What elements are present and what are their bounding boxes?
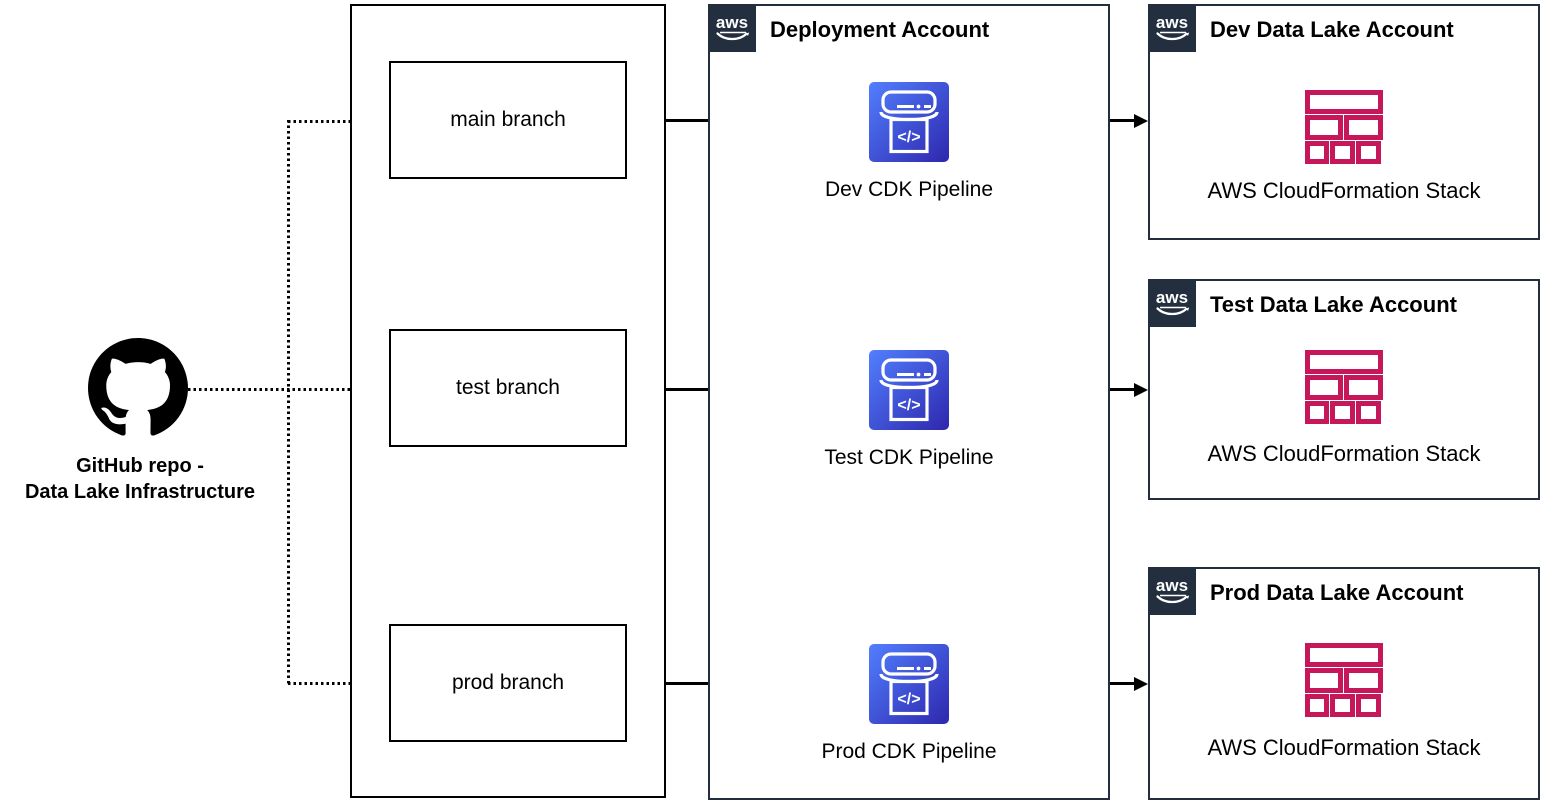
code-glyph: </>: [897, 691, 920, 708]
dotted-connector-vertical: [287, 120, 290, 684]
code-glyph: </>: [897, 397, 920, 414]
aws-logo-icon: aws: [708, 4, 756, 52]
pipeline-label: Prod CDK Pipeline: [821, 740, 997, 763]
dotted-connector-github: [188, 388, 376, 391]
dotted-connector-prod: [288, 682, 376, 685]
deployment-account-title: Deployment Account: [770, 17, 990, 42]
cloudformation-stack-icon: [1305, 90, 1383, 164]
aws-logo-icon: aws: [1148, 279, 1196, 327]
github-label-line1: GitHub repo -: [76, 455, 204, 477]
cdk-pipeline-icon: </>: [869, 350, 949, 430]
cdk-pipeline-icon: </>: [869, 644, 949, 724]
deployment-account-box: aws Deployment Account </> Dev CDK Pipel…: [708, 4, 1110, 800]
arrowhead-icon: [1134, 677, 1148, 691]
account-title: Test Data Lake Account: [1210, 292, 1457, 317]
stack-label: AWS CloudFormation Stack: [1207, 441, 1481, 466]
aws-logo-text: aws: [1156, 13, 1188, 32]
branch-box-main: main branch: [389, 61, 627, 179]
branch-box-prod: prod branch: [389, 624, 627, 742]
arrowhead-icon: [1134, 383, 1148, 397]
branch-box-test: test branch: [389, 329, 627, 447]
branch-label: main branch: [450, 108, 566, 131]
cdk-pipeline-icon: </>: [869, 82, 949, 162]
stack-label: AWS CloudFormation Stack: [1207, 735, 1481, 760]
branches-container: main branch test branch prod branch: [350, 4, 666, 798]
test-data-lake-account-box: aws Test Data Lake Account AWS CloudForm…: [1148, 279, 1540, 500]
account-title: Dev Data Lake Account: [1210, 17, 1454, 42]
branch-label: prod branch: [451, 671, 565, 694]
aws-logo-text: aws: [1156, 288, 1188, 307]
arrowhead-icon: [1134, 114, 1148, 128]
pipeline-label: Test CDK Pipeline: [824, 446, 994, 469]
cloudformation-stack-icon: [1305, 350, 1383, 424]
aws-logo-text: aws: [716, 13, 748, 32]
cloudformation-stack-icon: [1305, 643, 1383, 717]
stack-label: AWS CloudFormation Stack: [1207, 178, 1481, 203]
aws-logo-text: aws: [1156, 576, 1188, 595]
account-title: Prod Data Lake Account: [1210, 580, 1464, 605]
branch-label: test branch: [456, 376, 560, 399]
code-glyph: </>: [897, 129, 920, 146]
aws-logo-icon: aws: [1148, 4, 1196, 52]
github-label: GitHub repo - Data Lake Infrastructure: [0, 453, 280, 505]
pipeline-label: Dev CDK Pipeline: [824, 178, 994, 201]
dev-data-lake-account-box: aws Dev Data Lake Account AWS CloudForma…: [1148, 4, 1540, 240]
prod-data-lake-account-box: aws Prod Data Lake Account AWS CloudForm…: [1148, 567, 1540, 800]
dotted-connector-main: [288, 120, 376, 123]
aws-logo-icon: aws: [1148, 567, 1196, 615]
github-octocat-icon: [88, 338, 188, 436]
github-label-line2: Data Lake Infrastructure: [24, 481, 256, 503]
